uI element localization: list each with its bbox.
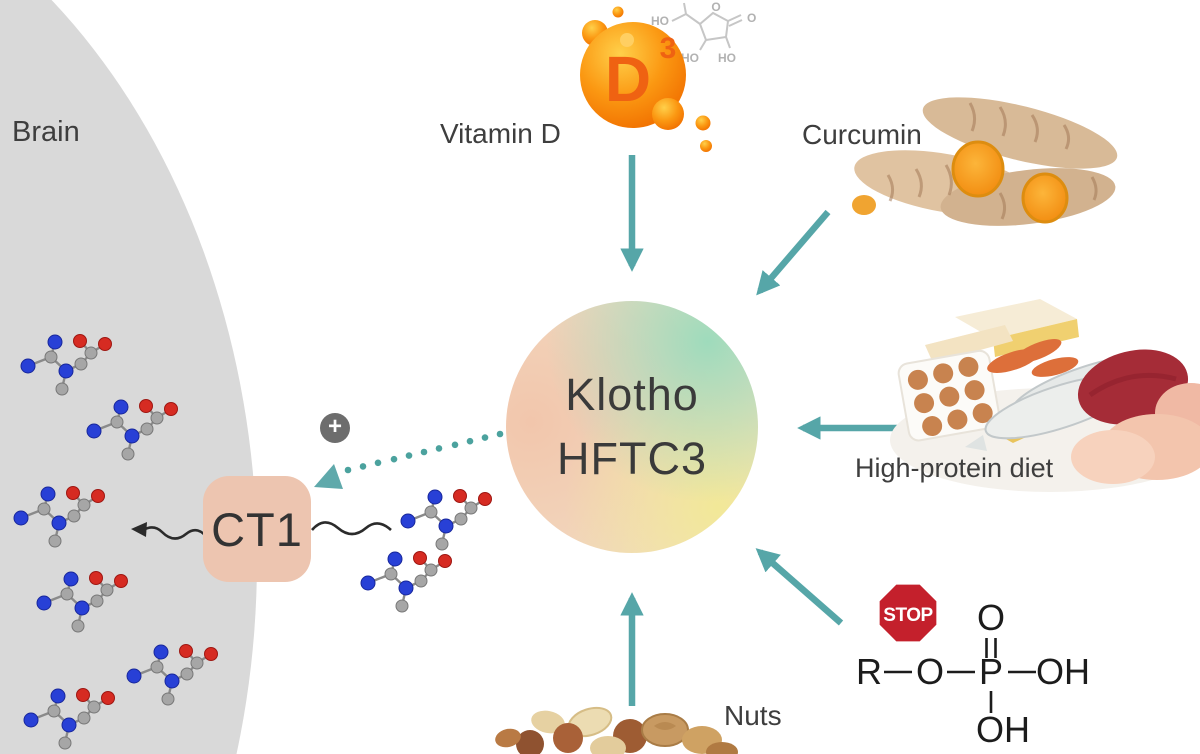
brain-region xyxy=(0,0,257,754)
ct1-transporter: CT1 xyxy=(203,476,311,582)
structure-o-right: O xyxy=(747,11,756,25)
curcumin-image xyxy=(852,97,1118,226)
brain-label: Brain xyxy=(12,116,80,148)
turmeric-tip xyxy=(852,195,876,215)
cheese-block xyxy=(993,319,1079,357)
ct1-label: CT1 xyxy=(211,502,303,556)
stop-text: STOP xyxy=(883,605,933,626)
phosphate-oh-right: OH xyxy=(1036,651,1090,692)
vitamin-bubble xyxy=(652,98,684,130)
curcumin-label: Curcumin xyxy=(802,119,922,150)
egg-tray xyxy=(897,349,1001,442)
vitamin-d-label: Vitamin D xyxy=(440,118,561,149)
vitamin-d-superscript: 3 xyxy=(660,32,677,65)
blood-molecules xyxy=(359,488,493,614)
vitamin-bubble xyxy=(695,115,711,131)
vitamin-bubble xyxy=(700,140,712,152)
cheese-block xyxy=(925,325,1013,363)
phosphate-arrow-icon xyxy=(755,548,844,626)
plus-icon: + xyxy=(320,413,350,443)
chicken-meat xyxy=(1071,383,1200,484)
center-node-line1: Klotho xyxy=(565,369,699,421)
vitamin-d-image: HO HO HO O O D 3 xyxy=(580,0,756,152)
nuts-label: Nuts xyxy=(724,700,782,731)
phosphate-o-double: O xyxy=(977,597,1005,638)
cheese-block xyxy=(955,299,1077,339)
sausages xyxy=(987,339,1079,377)
ascorbic-structure-sketch xyxy=(671,2,743,51)
high-protein-label: High-protein diet xyxy=(855,453,1054,483)
structure-ho-bottom-left: HO xyxy=(681,51,699,65)
phosphate-r: R xyxy=(856,651,882,692)
high-protein-image xyxy=(890,299,1200,492)
creatine-molecule-icon xyxy=(359,550,453,614)
nuts-image xyxy=(495,706,738,754)
influence-arrows xyxy=(620,155,913,706)
center-node-line2: HFTC3 xyxy=(557,433,707,484)
structure-ho-left: HO xyxy=(651,14,669,28)
creatine-molecule-icon xyxy=(399,488,493,552)
vitamin-bubble xyxy=(612,6,624,18)
phosphate-p: P xyxy=(979,651,1003,692)
stop-sign: STOP xyxy=(877,582,939,644)
ct1-right-squiggle xyxy=(311,521,392,536)
stop-octagon-icon xyxy=(877,582,939,644)
plus-glyph: + xyxy=(327,413,342,440)
squiggle-arrowhead-icon xyxy=(131,522,147,537)
dotted-stimulation-arrow-icon xyxy=(314,430,504,489)
phosphate-structure: R O P O OH OH xyxy=(856,597,1090,750)
vitamin-d-letter: D xyxy=(605,43,651,115)
curcumin-arrow-icon xyxy=(756,209,831,296)
phosphate-o-bridge: O xyxy=(916,651,944,692)
phosphate-oh-bottom: OH xyxy=(976,709,1030,750)
turmeric-cut-face xyxy=(1021,172,1069,224)
vitamin-bubble xyxy=(620,33,634,47)
ct1-left-squiggle-arrow xyxy=(142,526,211,541)
klotho-hftc3-node: Klotho HFTC3 xyxy=(506,301,758,553)
structure-o-ring: O xyxy=(711,0,720,14)
turmeric-cut-face xyxy=(951,140,1005,198)
structure-ho-bottom-right: HO xyxy=(718,51,736,65)
ct1-transport-paths xyxy=(131,521,392,541)
